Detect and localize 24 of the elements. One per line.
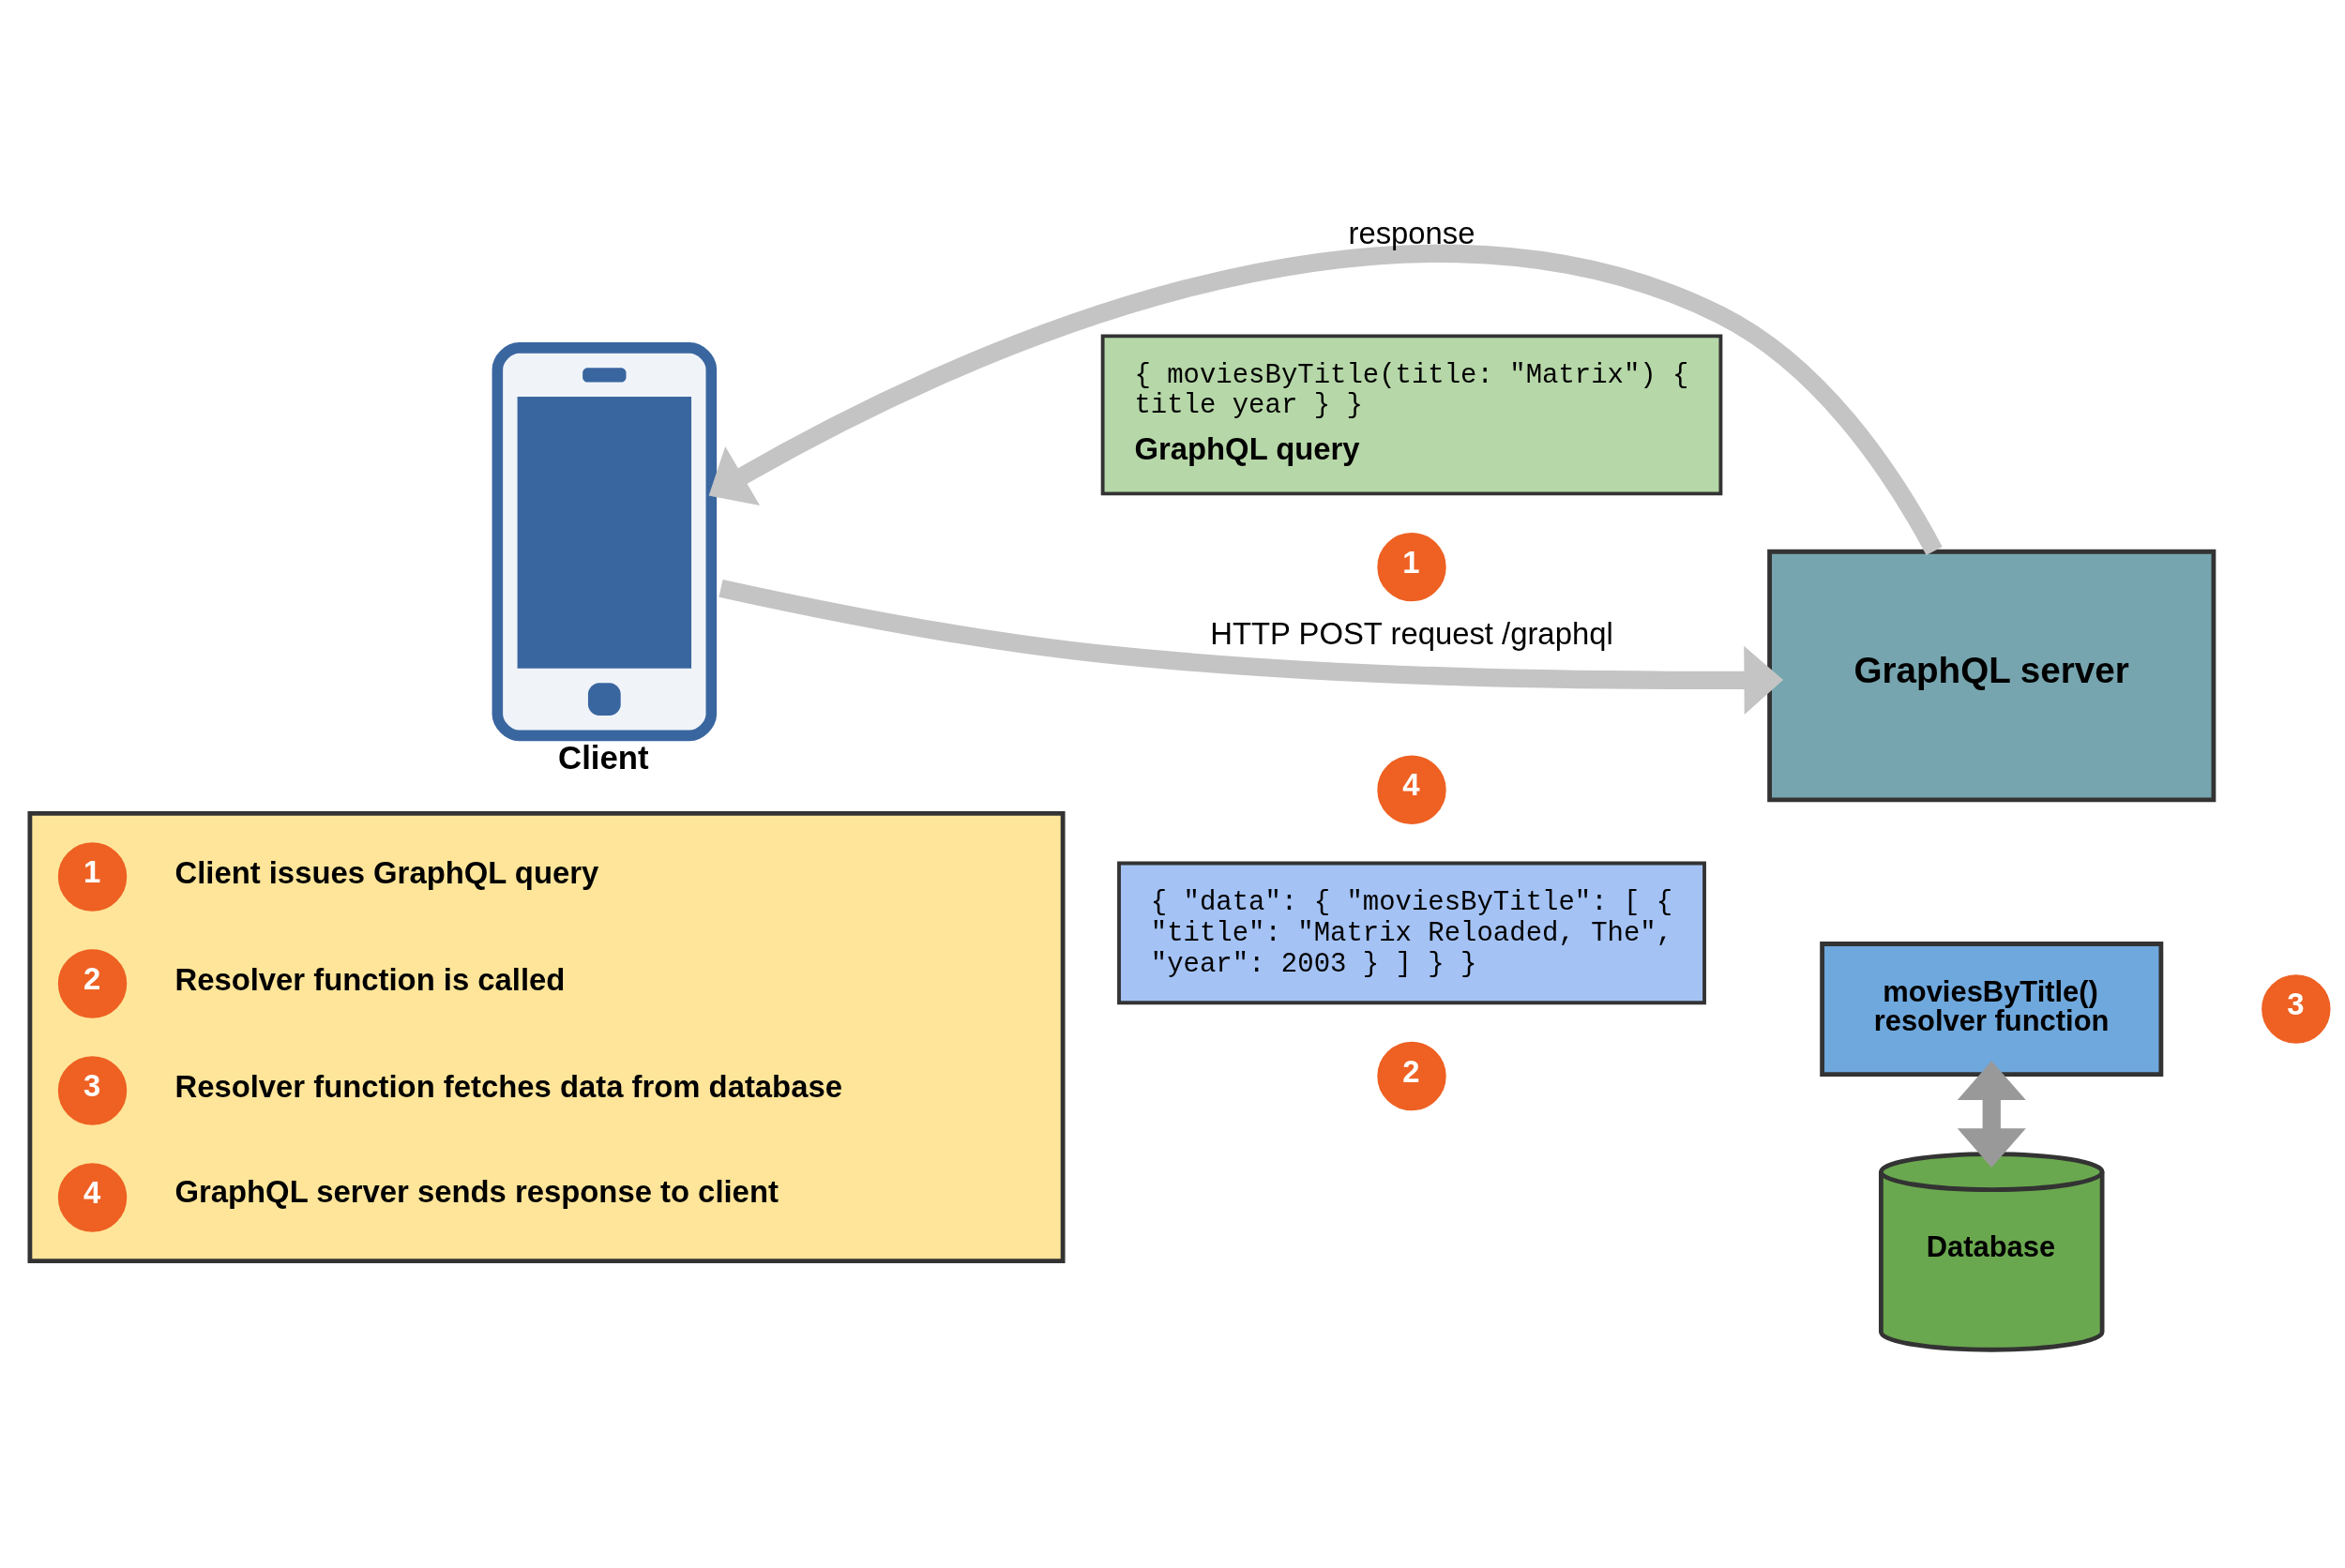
node-box: moviesByTitle() resolver function xyxy=(1820,941,2164,1077)
node-circle: 4 xyxy=(1377,755,1446,824)
node-label: Client issues GraphQL query xyxy=(174,854,599,890)
node-circle: 2 xyxy=(57,948,128,1018)
node-box: { "data": { "moviesByTitle": [ { "title": "Matrix Reloaded, The", "year": 2003 } ] } } xyxy=(1117,861,1706,1004)
cluster xyxy=(27,810,1066,1263)
arrow xyxy=(719,579,1784,715)
node-circle: 1 xyxy=(1377,532,1446,601)
node-label: Resolver function fetches data from database xyxy=(174,1068,842,1104)
node-circle: 2 xyxy=(1377,1041,1446,1110)
node-circle: 4 xyxy=(57,1162,128,1232)
node-label: Resolver function is called xyxy=(174,961,566,997)
node-circle: 1 xyxy=(57,841,128,912)
node-box: { moviesByTitle(title: "Matrix") { title year } } GraphQL query xyxy=(1100,333,1723,495)
arrow xyxy=(1957,1060,2026,1168)
arrow xyxy=(708,244,1943,555)
node-label: GraphQL server sends response to client xyxy=(174,1173,779,1209)
node-circle: 3 xyxy=(2262,973,2331,1044)
node-box: GraphQL server xyxy=(1767,549,2216,802)
node-label: Client xyxy=(558,739,649,776)
edge-label: response xyxy=(1348,215,1475,250)
node-box xyxy=(492,341,718,741)
edge-label: HTTP POST request /graphql xyxy=(1210,615,1613,651)
node-circle: 3 xyxy=(57,1055,128,1125)
